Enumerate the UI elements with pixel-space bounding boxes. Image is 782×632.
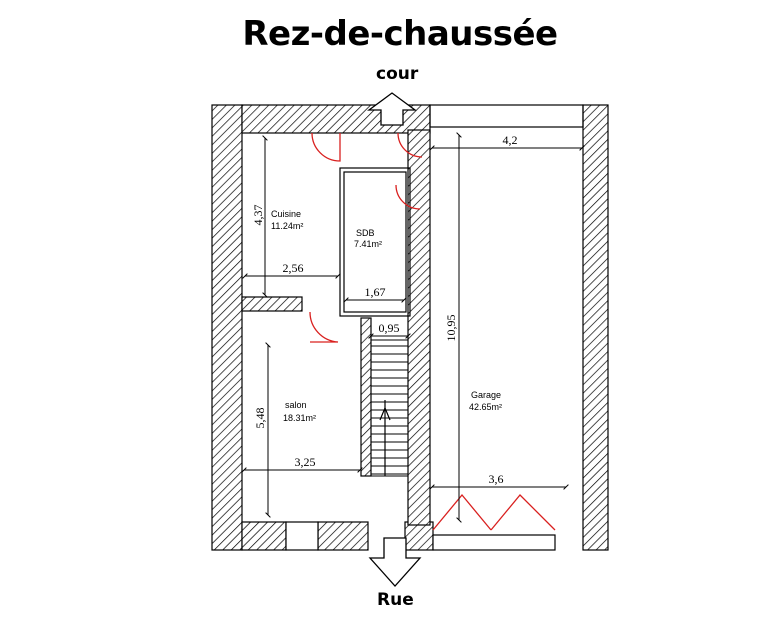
- dim-garage-bottom-width: 3,6: [489, 472, 504, 486]
- stairs: [370, 339, 409, 477]
- wall-right: [582, 104, 609, 551]
- door-salon: [309, 311, 339, 343]
- doors: [309, 132, 556, 531]
- room-sdb-area: 7.41m²: [354, 239, 382, 249]
- room-cuisine-name: Cuisine: [271, 209, 301, 219]
- direction-label-cour: cour: [376, 64, 419, 84]
- dim-salon-width: 3,25: [295, 455, 316, 469]
- dim-garage-top-width: 4,2: [503, 133, 518, 147]
- room-garage-area: 42.65m²: [469, 402, 502, 412]
- room-salon-area: 18.31m²: [283, 413, 316, 423]
- door-kitchen: [311, 132, 341, 162]
- wall-bottom-left: [241, 521, 287, 551]
- arrow-down-icon: [368, 537, 422, 587]
- door-garage-right: [490, 494, 556, 531]
- garage-top-opening: [429, 104, 584, 128]
- room-garage-name: Garage: [471, 390, 501, 400]
- room-labels: Cuisine 11.24m² SDB 7.41m² salon 18.31m²…: [271, 209, 502, 423]
- dim-cuisine-width: 2,56: [283, 261, 304, 275]
- room-cuisine-area: 11.24m²: [271, 221, 303, 231]
- sdb-walls: [339, 167, 411, 317]
- direction-label-rue: Rue: [377, 590, 414, 610]
- wall-garage-separator: [407, 129, 431, 526]
- dim-stair-width: 0,95: [379, 321, 400, 335]
- dim-garage-length: 10,95: [444, 315, 458, 342]
- dim-sdb-width: 1,67: [365, 285, 386, 299]
- wall-bottom-mid: [317, 521, 369, 551]
- door-garage-top: [397, 132, 423, 158]
- door-sdb: [395, 184, 421, 210]
- wall-left: [211, 104, 243, 551]
- dimension-lines: [241, 132, 585, 523]
- dim-cuisine-height: 4,37: [251, 205, 265, 226]
- dim-salon-height: 5,48: [253, 408, 267, 429]
- wall-bottom-right: [404, 521, 434, 551]
- wall-kitchen-salon: [241, 296, 303, 312]
- page-title: Rez-de-chaussée: [242, 14, 558, 54]
- room-salon-name: salon: [285, 400, 307, 410]
- bottom-windows: [285, 521, 556, 551]
- arrow-up-icon: [367, 92, 417, 126]
- room-sdb-name: SDB: [356, 228, 375, 238]
- dimension-labels: 4,37 2,56 1,67 0,95 5,48 3,25 4,2 10,95 …: [251, 133, 518, 486]
- door-garage-left: [432, 493, 492, 531]
- wall-stairs-side: [360, 317, 372, 477]
